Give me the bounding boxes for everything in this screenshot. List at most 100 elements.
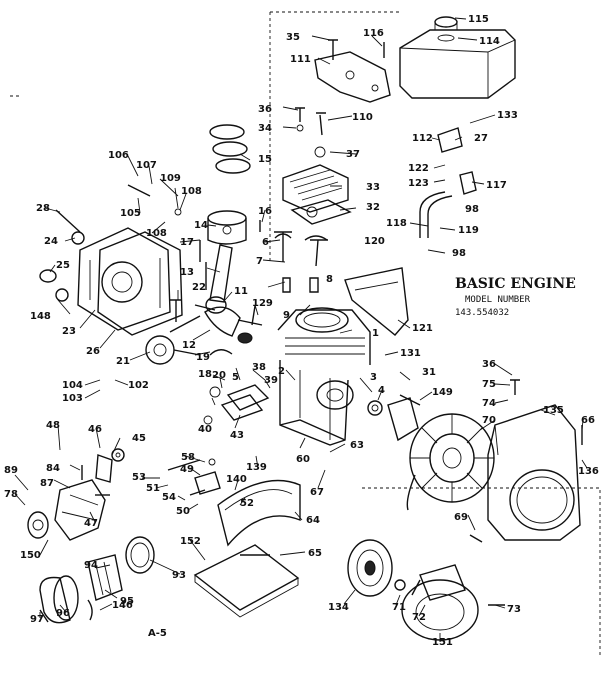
part-callouts: 115 114 35 116 111 36 110 34 133 112 27 … bbox=[4, 14, 599, 648]
callout-51: 51 bbox=[146, 483, 160, 494]
callout-26: 26 bbox=[86, 346, 100, 357]
callout-38: 38 bbox=[252, 362, 266, 373]
callout-105: 105 bbox=[120, 208, 141, 219]
callout-34: 34 bbox=[258, 123, 272, 134]
callout-104: 104 bbox=[62, 380, 83, 391]
callout-108: 108 bbox=[146, 228, 167, 239]
callout-7: 7 bbox=[256, 256, 263, 267]
callout-8: 8 bbox=[326, 274, 333, 285]
callout-134: 134 bbox=[328, 602, 349, 613]
fuel-line bbox=[419, 127, 477, 238]
callout-108: 108 bbox=[181, 186, 202, 197]
callout-49: 49 bbox=[180, 464, 194, 475]
callout-110: 110 bbox=[352, 112, 373, 123]
callout-1: 1 bbox=[372, 328, 379, 339]
callout-74: 74 bbox=[482, 398, 496, 409]
callout-111: 111 bbox=[290, 54, 311, 65]
camshaft-gear bbox=[145, 335, 201, 365]
callout-109: 109 bbox=[160, 173, 181, 184]
callout-96: 96 bbox=[56, 608, 70, 619]
callout-139: 139 bbox=[246, 462, 267, 473]
callout-53: 53 bbox=[132, 472, 146, 483]
starter-pulley bbox=[347, 539, 406, 597]
callout-4: 4 bbox=[378, 385, 385, 396]
callout-117: 117 bbox=[486, 180, 507, 191]
callout-37: 37 bbox=[346, 149, 360, 160]
callout-21: 21 bbox=[116, 356, 130, 367]
callout-140: 140 bbox=[226, 474, 247, 485]
callout-18: 18 bbox=[198, 369, 212, 380]
callout-72: 72 bbox=[412, 612, 426, 623]
callout-22: 22 bbox=[192, 282, 206, 293]
callout-69: 69 bbox=[454, 512, 468, 523]
cylinder-head bbox=[282, 164, 352, 225]
callout-36: 36 bbox=[258, 104, 272, 115]
callout-67: 67 bbox=[310, 487, 324, 498]
callout-115: 115 bbox=[468, 14, 489, 25]
callout-35: 35 bbox=[286, 32, 300, 43]
crankshaft-assembly bbox=[169, 244, 263, 344]
callout-27: 27 bbox=[474, 133, 488, 144]
callout-146: 146 bbox=[112, 600, 133, 611]
callout-93: 93 bbox=[172, 570, 186, 581]
callout-136: 136 bbox=[578, 466, 599, 477]
callout-70: 70 bbox=[482, 415, 496, 426]
callout-135: 135 bbox=[543, 405, 564, 416]
callout-150: 150 bbox=[20, 550, 41, 561]
callout-73: 73 bbox=[507, 604, 521, 615]
callout-14: 14 bbox=[194, 220, 208, 231]
callout-103: 103 bbox=[62, 393, 83, 404]
callout-9: 9 bbox=[283, 310, 290, 321]
callout-102: 102 bbox=[128, 380, 149, 391]
callout-33: 33 bbox=[366, 182, 380, 193]
callout-95: 95 bbox=[120, 596, 134, 607]
callout-114: 114 bbox=[479, 36, 500, 47]
callout-16: 16 bbox=[258, 206, 272, 217]
callout-6: 6 bbox=[262, 237, 269, 248]
valve-parts bbox=[274, 233, 328, 293]
crankcase-cover bbox=[39, 227, 183, 336]
blower-housing bbox=[487, 404, 581, 541]
callout-106: 106 bbox=[108, 150, 129, 161]
callout-58: 58 bbox=[181, 452, 195, 463]
callout-43: 43 bbox=[230, 430, 244, 441]
callout-87: 87 bbox=[40, 478, 54, 489]
callout-107: 107 bbox=[136, 160, 157, 171]
intake-parts bbox=[167, 458, 221, 496]
callout-98: 98 bbox=[452, 248, 466, 259]
callout-84: 84 bbox=[46, 463, 60, 474]
base-plate bbox=[193, 544, 300, 618]
base-gasket bbox=[217, 479, 301, 547]
cylinder-baffle bbox=[344, 267, 409, 336]
callout-45: 45 bbox=[132, 433, 146, 444]
callout-60: 60 bbox=[296, 454, 310, 465]
callout-20: 20 bbox=[212, 370, 226, 381]
group-boundaries bbox=[10, 11, 601, 655]
callout-94: 94 bbox=[84, 560, 98, 571]
callout-133: 133 bbox=[497, 110, 518, 121]
callout-15: 15 bbox=[258, 154, 272, 165]
callout-75: 75 bbox=[482, 379, 496, 390]
head-gasket bbox=[290, 199, 352, 225]
callout-52: 52 bbox=[240, 498, 254, 509]
callout-3: 3 bbox=[370, 372, 377, 383]
callout-148: 148 bbox=[30, 311, 51, 322]
callout-12: 12 bbox=[182, 340, 196, 351]
model-number-label: MODEL NUMBER bbox=[465, 295, 531, 305]
callout-2: 2 bbox=[278, 366, 285, 377]
callout-5: 5 bbox=[232, 372, 239, 383]
callout-78: 78 bbox=[4, 489, 18, 500]
callout-121: 121 bbox=[412, 323, 433, 334]
callout-32: 32 bbox=[366, 202, 380, 213]
rewind-starter bbox=[401, 564, 479, 641]
callout-149: 149 bbox=[432, 387, 453, 398]
callout-112: 112 bbox=[412, 133, 433, 144]
callout-25: 25 bbox=[56, 260, 70, 271]
breather-assembly bbox=[203, 349, 270, 425]
callout-120: 120 bbox=[364, 236, 385, 247]
callout-63: 63 bbox=[350, 440, 364, 451]
callout-13: 13 bbox=[180, 267, 194, 278]
oil-seal-parts bbox=[367, 397, 419, 442]
